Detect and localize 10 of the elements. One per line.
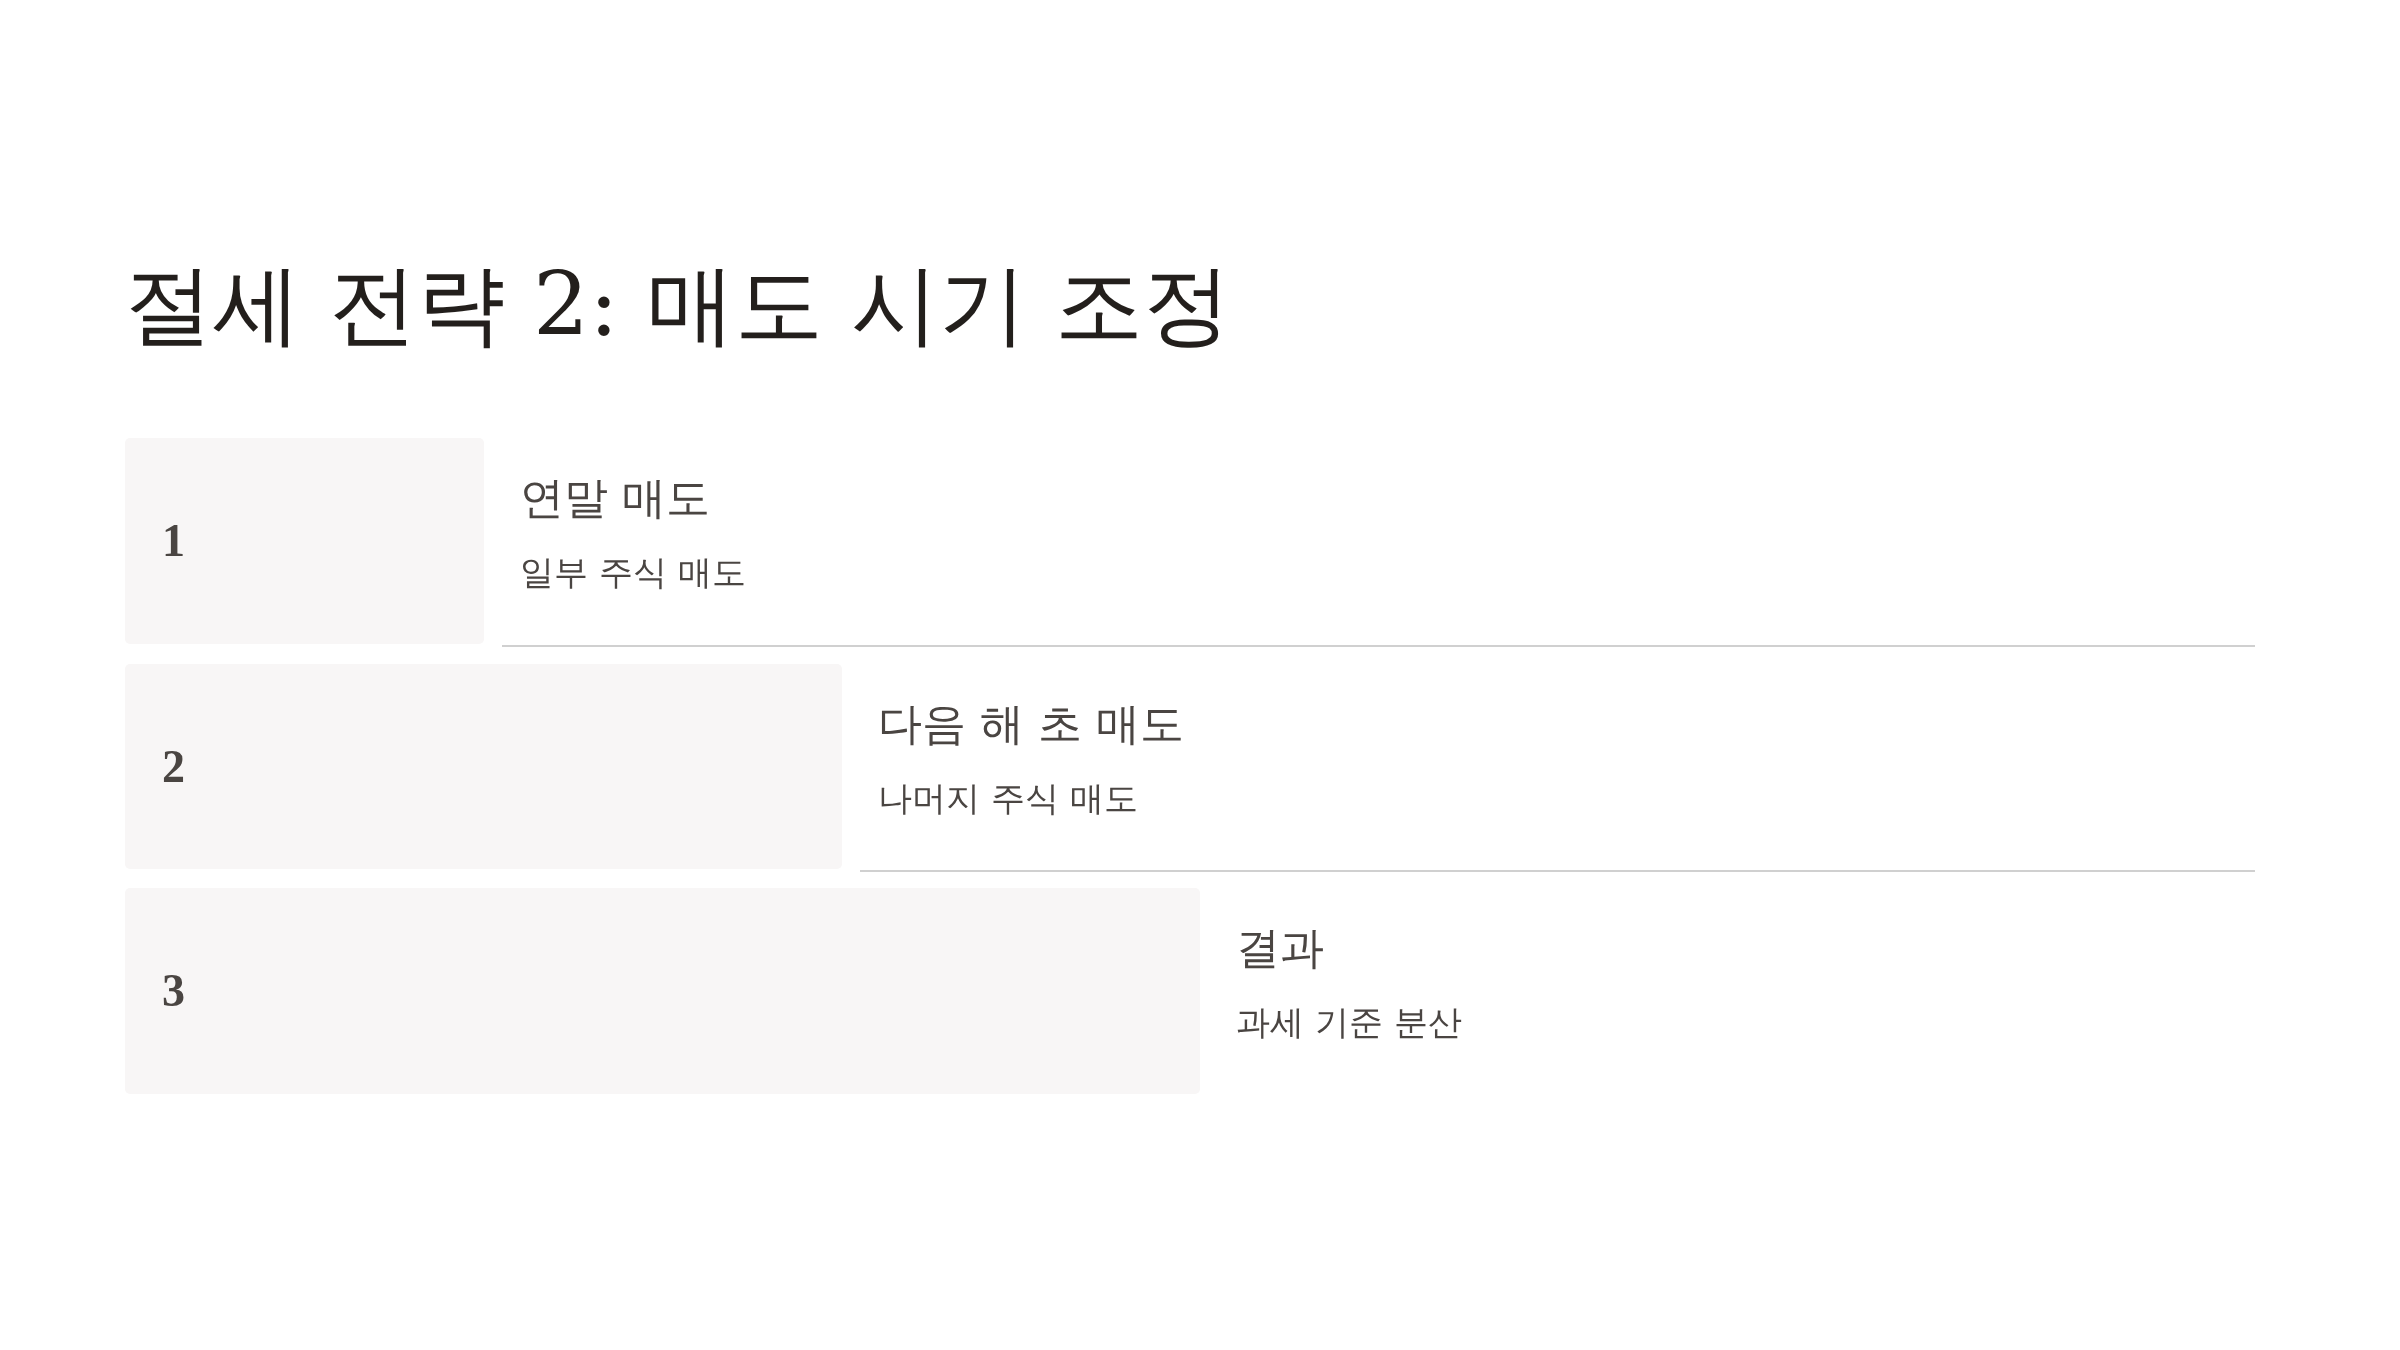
step-heading: 결과 bbox=[1236, 924, 1324, 973]
step-heading: 연말 매도 bbox=[520, 474, 710, 523]
step-heading: 다음 해 초 매도 bbox=[878, 700, 1184, 749]
step-description: 일부 주식 매도 bbox=[520, 554, 746, 592]
slide-title: 절세 전략 2: 매도 시기 조정 bbox=[125, 252, 1231, 358]
step-number: 3 bbox=[162, 968, 185, 1014]
step-description: 과세 기준 분산 bbox=[1236, 1004, 1462, 1042]
step-number: 2 bbox=[162, 743, 185, 790]
step-number: 1 bbox=[162, 518, 185, 564]
step-description: 나머지 주식 매도 bbox=[878, 780, 1138, 818]
